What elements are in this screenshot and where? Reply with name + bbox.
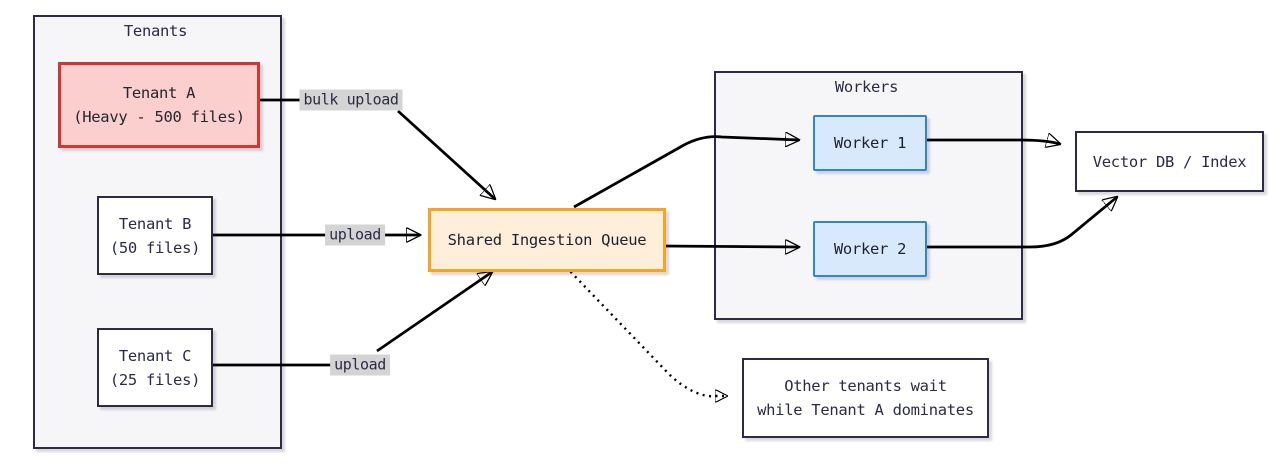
- node-shared-ingestion-queue: Shared Ingestion Queue: [428, 208, 666, 272]
- vector-db-label: Vector DB / Index: [1092, 152, 1247, 171]
- edge-label-upload-c: upload: [330, 354, 390, 376]
- edge-upload-c-to-queue: [376, 272, 492, 353]
- workers-container-title: Workers: [834, 78, 899, 96]
- node-tenant-b: Tenant B (50 files): [97, 196, 213, 275]
- edge-queue-to-worker1: [573, 137, 799, 209]
- tenant-b-name: Tenant B: [118, 214, 192, 233]
- queue-label: Shared Ingestion Queue: [447, 231, 647, 249]
- node-worker-1: Worker 1: [813, 115, 927, 171]
- edge-label-upload-b: upload: [325, 224, 385, 246]
- tenant-c-detail: (25 files): [109, 370, 201, 389]
- node-vector-db-index: Vector DB / Index: [1075, 131, 1264, 192]
- tenant-a-detail: (Heavy - 500 files): [73, 108, 245, 126]
- edge-queue-to-wait-note-dotted: [565, 266, 727, 396]
- wait-note-line2: while Tenant A dominates: [757, 401, 974, 419]
- worker1-label: Worker 1: [833, 134, 907, 152]
- tenant-c-name: Tenant C: [118, 346, 192, 365]
- workers-container: [714, 71, 1023, 320]
- node-worker-2: Worker 2: [813, 221, 927, 277]
- tenant-b-detail: (50 files): [109, 238, 201, 257]
- tenants-container-title: Tenants: [123, 22, 188, 40]
- edge-queue-to-worker2: [660, 246, 799, 247]
- node-tenant-a: Tenant A (Heavy - 500 files): [58, 62, 260, 148]
- node-tenant-c: Tenant C (25 files): [97, 328, 213, 407]
- worker2-label: Worker 2: [833, 240, 907, 258]
- edge-worker2-to-vectordb: [924, 197, 1117, 249]
- edge-label-bulk-upload: bulk upload: [299, 89, 403, 111]
- tenant-a-name: Tenant A: [122, 84, 196, 102]
- node-wait-note: Other tenants wait while Tenant A domina…: [742, 358, 989, 438]
- edge-worker1-to-vectordb: [924, 140, 1060, 144]
- wait-note-line1: Other tenants wait: [784, 377, 947, 395]
- edge-bulk-upload-to-queue: [397, 109, 495, 199]
